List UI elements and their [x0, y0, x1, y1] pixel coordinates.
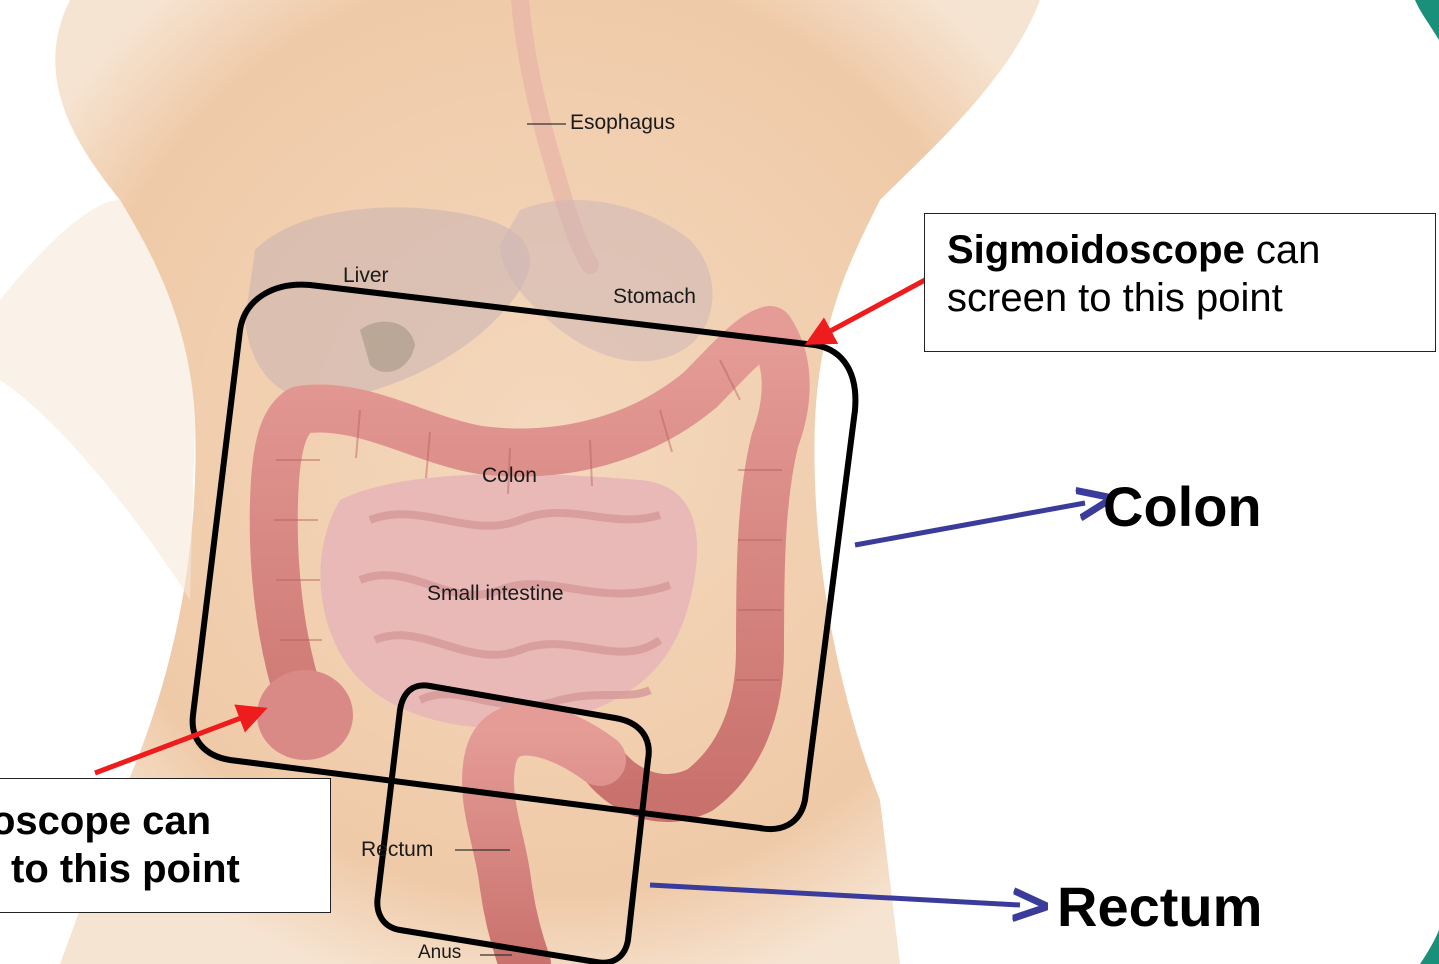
sigmoidoscope-line2: screen to this point — [947, 274, 1435, 322]
label-small-intestine: Small intestine — [427, 582, 564, 606]
sigmoidoscope-callout: Sigmoidoscope can screen to this point — [924, 213, 1436, 352]
sigmoidoscope-term: Sigmoidoscope — [947, 228, 1245, 272]
big-label-rectum: Rectum — [1057, 874, 1262, 939]
big-label-colon: Colon — [1103, 474, 1262, 539]
teal-accent-bottom — [1420, 930, 1439, 964]
colon-arrow — [855, 503, 1085, 545]
label-liver: Liver — [343, 264, 389, 288]
colonoscope-line1: oscope can — [0, 797, 330, 845]
colonoscope-line2: to this point — [11, 845, 330, 893]
colonoscope-callout: oscope can to this point — [0, 778, 331, 913]
sigmoidoscope-can: can — [1245, 228, 1321, 272]
label-rectum: Rectum — [361, 838, 433, 862]
label-anus: Anus — [418, 942, 461, 964]
teal-accent-top — [1415, 0, 1439, 40]
label-stomach: Stomach — [613, 285, 696, 309]
label-colon: Colon — [482, 464, 537, 488]
cecum-shape — [257, 670, 353, 760]
label-esophagus: Esophagus — [570, 111, 675, 135]
